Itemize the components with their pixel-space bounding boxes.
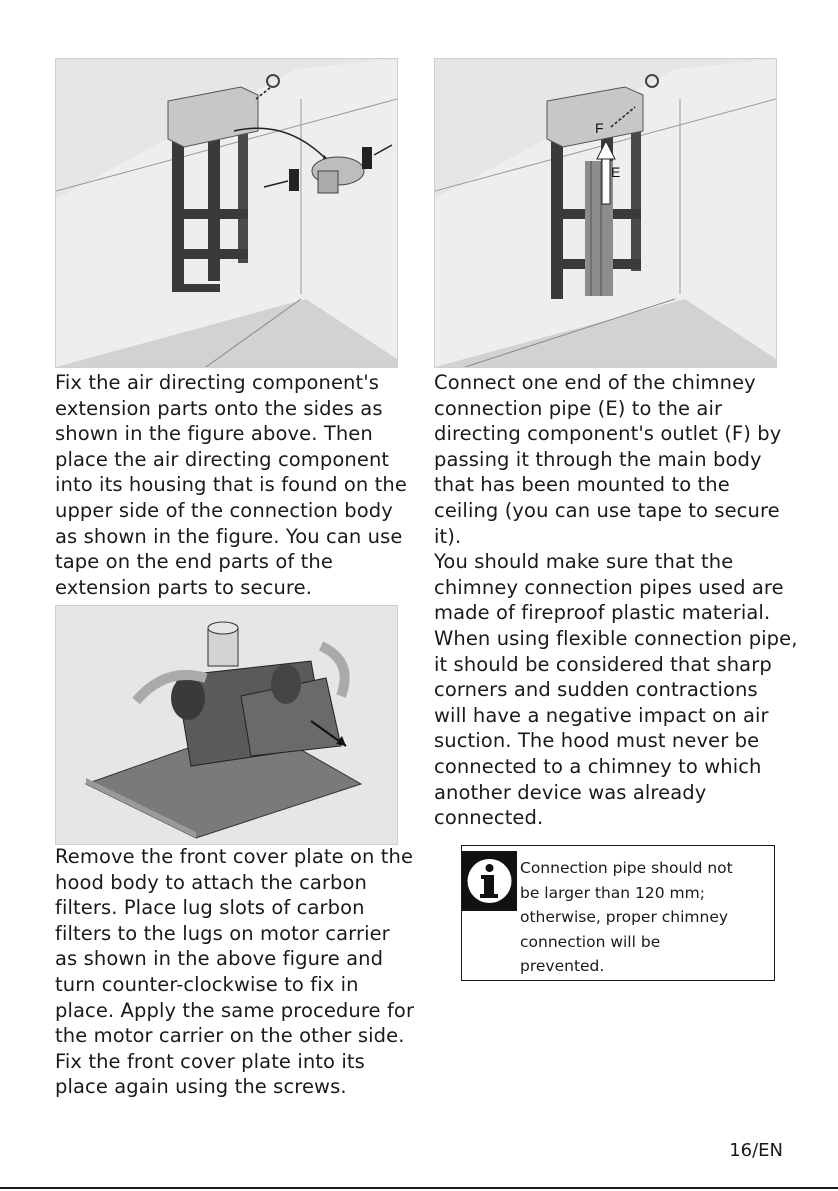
info-note-text: Connection pipe should not be larger tha… — [520, 856, 733, 979]
text-line: Fix the front cover plate into its — [55, 1049, 365, 1073]
text-line: suction. The hood must never be — [434, 729, 760, 753]
text-line: You should make sure that the — [434, 550, 734, 574]
text-line: extension parts onto the sides as — [55, 396, 383, 420]
text-line: upper side of the connection body — [55, 498, 393, 522]
text-line: it should be considered that sharp — [434, 652, 772, 676]
text-line: Connect one end of the chimney — [434, 371, 756, 394]
text-line: hood body to attach the carbon — [55, 870, 368, 894]
text-line: shown in the figure above. Then — [55, 422, 373, 446]
text-line: filters to the lugs on motor carrier — [55, 921, 390, 945]
text-line: turn counter-clockwise to fix in — [55, 972, 359, 996]
text-line: filters. Place lug slots of carbon — [55, 896, 365, 920]
text-line: into its housing that is found on the — [55, 473, 407, 497]
text-line: extension parts to secure. — [55, 575, 313, 599]
chimney-connection-instructions: Connect one end of the chimney connectio… — [434, 370, 798, 831]
text-line: When using flexible connection pipe, — [434, 626, 798, 650]
text-line: will have a negative impact on air — [434, 703, 769, 727]
label-f: F — [595, 120, 604, 136]
text-line: that has been mounted to the — [434, 473, 730, 497]
text-line: connection pipe (E) to the air — [434, 396, 723, 420]
text-line: the motor carrier on the other side. — [55, 1024, 405, 1048]
text-line: ceiling (you can use tape to secure — [434, 498, 780, 522]
text-line: connected. — [434, 806, 544, 830]
figure-air-directing-component — [55, 58, 398, 368]
note-line: otherwise, proper chimney — [520, 908, 729, 926]
note-line: be larger than 120 mm; — [520, 883, 705, 902]
text-line: place. Apply the same procedure for — [55, 998, 415, 1022]
note-line: connection will be — [520, 932, 661, 951]
note-line: prevented. — [520, 957, 605, 975]
page-number: 16/EN — [729, 1140, 783, 1161]
carbon-filter-instructions: Remove the front cover plate on the hood… — [55, 844, 414, 1100]
note-line: Connection pipe should not — [520, 859, 733, 877]
text-line: made of fireproof plastic material. — [434, 601, 771, 625]
text-line: tape on the end parts of the — [55, 550, 333, 574]
text-line: place again using the screws. — [55, 1075, 347, 1099]
text-line: corners and sudden contractions — [434, 678, 758, 702]
info-note-box — [461, 845, 775, 981]
text-line: place the air directing component — [55, 447, 390, 471]
air-directing-instructions: Fix the air directing component's extens… — [55, 370, 407, 600]
text-line: it). — [434, 524, 462, 548]
text-line: as shown in the figure. You can use — [55, 524, 403, 548]
text-line: Remove the front cover plate on the — [55, 845, 414, 868]
text-line: passing it through the main body — [434, 447, 762, 471]
text-line: another device was already — [434, 780, 707, 804]
text-line: chimney connection pipes used are — [434, 575, 784, 599]
label-e: E — [611, 164, 620, 180]
info-icon — [462, 851, 517, 911]
bottom-rule — [0, 1187, 838, 1189]
text-line: connected to a chimney to which — [434, 754, 762, 778]
text-line: as shown in the above figure and — [55, 947, 384, 971]
text-line: Fix the air directing component's — [55, 371, 379, 394]
figure-carbon-filters — [55, 605, 398, 845]
text-line: directing component's outlet (F) by — [434, 422, 782, 446]
figure-chimney-connection-pipe: E F — [434, 58, 777, 368]
